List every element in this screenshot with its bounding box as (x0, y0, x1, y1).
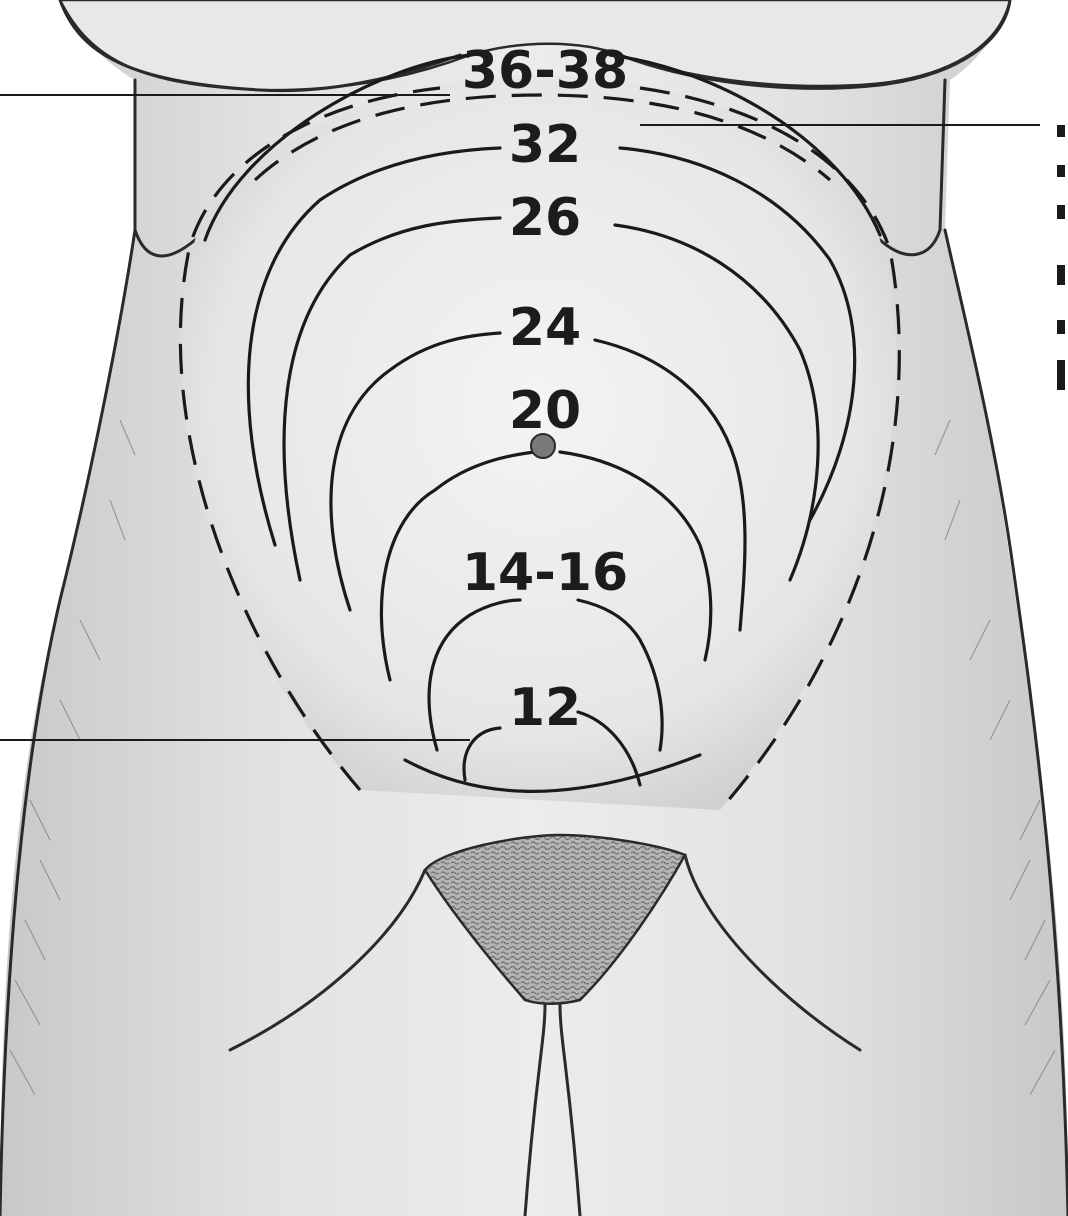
label-12: 12 (509, 678, 581, 738)
label-20: 20 (509, 381, 581, 441)
label-14-16: 14-16 (462, 543, 628, 603)
label-32: 32 (509, 115, 581, 175)
label-26: 26 (509, 188, 581, 248)
label-24: 24 (509, 298, 581, 358)
label-36-38: 36-38 (462, 41, 628, 101)
